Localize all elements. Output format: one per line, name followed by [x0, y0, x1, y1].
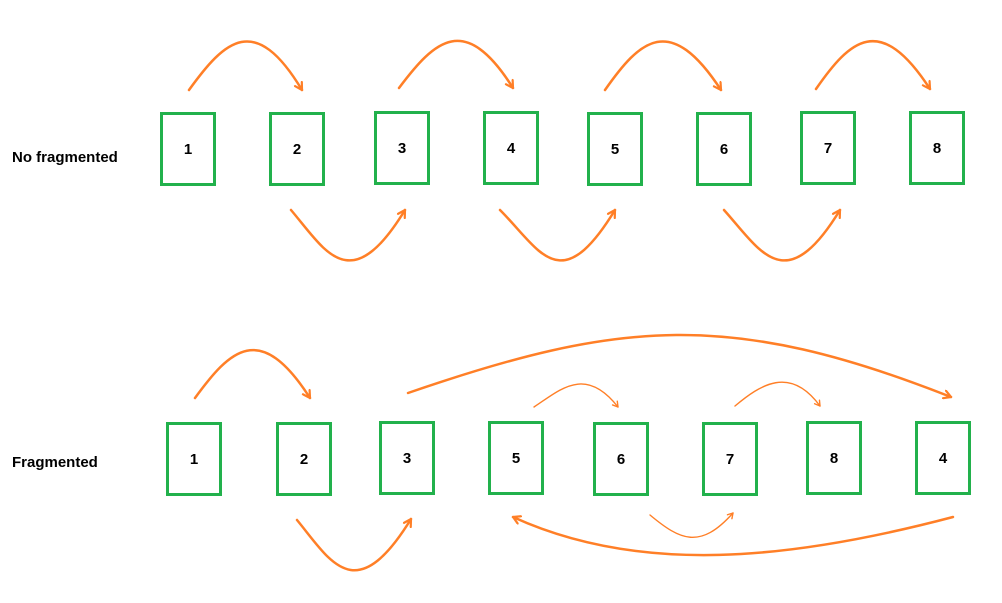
block-top-5: 5: [587, 112, 643, 186]
arrow-top-4-5: [498, 208, 617, 262]
block-top-2: 2: [269, 112, 325, 186]
arrow-bottom-1-2: [193, 348, 312, 400]
arrow-top-6-7: [722, 208, 842, 262]
block-label: 1: [189, 450, 199, 468]
block-bottom-3: 3: [379, 421, 435, 495]
block-label: 8: [829, 449, 839, 467]
block-label: 7: [823, 139, 833, 157]
block-top-6: 6: [696, 112, 752, 186]
block-label: 3: [402, 449, 412, 467]
block-bottom-7: 7: [702, 422, 758, 496]
block-bottom-8: 8: [806, 421, 862, 495]
row-label-no-fragmented: No fragmented: [12, 149, 118, 166]
block-label: 2: [299, 450, 309, 468]
arrow-top-3-4: [397, 39, 515, 90]
block-top-4: 4: [483, 111, 539, 185]
block-label: 8: [932, 139, 942, 157]
arrow-top-5-6: [603, 40, 723, 92]
block-label: 7: [725, 450, 735, 468]
block-label: 4: [506, 139, 516, 157]
block-top-8: 8: [909, 111, 965, 185]
arrow-bottom-5-6: [533, 383, 619, 408]
arrow-bottom-3-4: [406, 333, 953, 397]
block-label: 6: [719, 140, 729, 158]
arrow-top-1-2: [187, 40, 304, 92]
arrow-top-7-8: [814, 39, 932, 91]
block-top-1: 1: [160, 112, 216, 186]
block-label: 5: [610, 140, 620, 158]
block-label: 3: [397, 139, 407, 157]
block-label: 4: [938, 449, 948, 467]
arrow-bottom-6-7: [649, 512, 734, 539]
arrow-bottom-4-5: [511, 517, 955, 557]
arrow-bottom-7-8: [734, 381, 821, 407]
arrow-top-2-3: [289, 208, 407, 262]
block-bottom-4: 4: [915, 421, 971, 495]
block-label: 5: [511, 449, 521, 467]
arrow-bottom-2-3: [295, 517, 413, 572]
block-bottom-2: 2: [276, 422, 332, 496]
block-bottom-5: 5: [488, 421, 544, 495]
block-bottom-6: 6: [593, 422, 649, 496]
block-bottom-1: 1: [166, 422, 222, 496]
block-label: 6: [616, 450, 626, 468]
block-top-3: 3: [374, 111, 430, 185]
row-label-fragmented: Fragmented: [12, 454, 98, 471]
block-top-7: 7: [800, 111, 856, 185]
block-label: 2: [292, 140, 302, 158]
block-label: 1: [183, 140, 193, 158]
